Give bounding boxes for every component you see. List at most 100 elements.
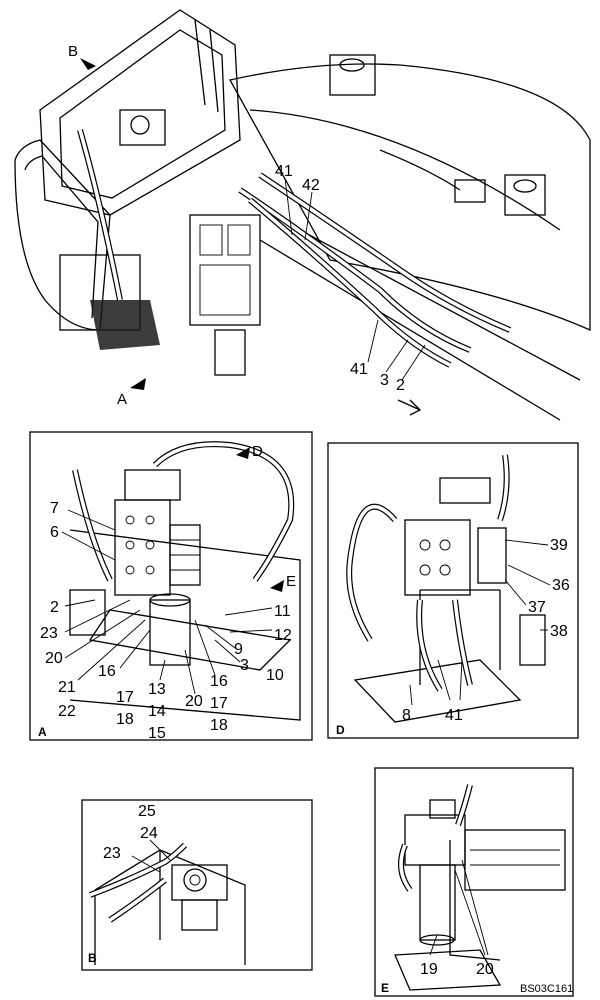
view-marker-b: B xyxy=(68,43,78,60)
leader-41-top xyxy=(284,177,293,236)
callout-38: 38 xyxy=(550,623,568,640)
valve-section-3 xyxy=(199,264,251,316)
boom-mount-hole-2 xyxy=(513,179,537,193)
callout-21: 21 xyxy=(58,679,76,696)
callout-3: 3 xyxy=(380,372,389,389)
callout-20-left: 20 xyxy=(45,650,63,667)
filter-canister-e xyxy=(419,864,456,941)
callout-13: 13 xyxy=(148,681,166,698)
direction-arrow xyxy=(397,399,422,416)
cab-frame-inner xyxy=(59,29,226,199)
callout-24: 24 xyxy=(140,825,158,842)
detail-b: B 25 24 23 xyxy=(81,799,313,971)
callout-8: 8 xyxy=(402,707,411,724)
callout-17-left: 17 xyxy=(116,689,134,706)
callout-20-right: 20 xyxy=(185,693,203,710)
valve-top xyxy=(124,469,181,501)
cab-pillar xyxy=(194,19,206,106)
callout-17-right: 17 xyxy=(210,695,228,712)
callout-37: 37 xyxy=(528,599,546,616)
pilot-line xyxy=(379,149,461,191)
detail-e-frame xyxy=(374,767,574,997)
solenoid-block xyxy=(454,179,486,203)
mount-plate xyxy=(88,609,292,671)
callout-18-left: 18 xyxy=(116,711,134,728)
view-arrow-e xyxy=(270,580,284,592)
tank-top xyxy=(94,849,246,965)
bracket-block xyxy=(69,589,106,636)
callout-23: 23 xyxy=(40,625,58,642)
callout-6: 6 xyxy=(50,524,59,541)
leader-3 xyxy=(385,339,409,373)
callout-39: 39 xyxy=(550,537,568,554)
filter-element xyxy=(149,599,191,666)
filter-canister xyxy=(214,329,246,376)
lower-housing xyxy=(90,300,160,350)
detail-e: E 19 20 xyxy=(374,767,574,997)
solenoid-stack xyxy=(477,527,507,584)
detail-a: A D E 7 6 2 23 20 16 21 22 17 18 13 14 1… xyxy=(29,431,313,742)
view-arrow-a xyxy=(130,378,146,390)
view-arrow-d xyxy=(236,447,250,459)
detail-b-frame xyxy=(81,799,313,971)
panel-letter-b: B xyxy=(88,951,97,965)
cab-frame xyxy=(39,9,241,216)
boom-edge-2 xyxy=(259,239,561,421)
side-bracket xyxy=(519,614,546,666)
callout-19: 19 xyxy=(420,961,438,978)
pilot-filter-block xyxy=(119,109,166,146)
callout-16-right: 16 xyxy=(210,673,228,690)
cab-pillar-2 xyxy=(209,29,219,113)
hose-to-d xyxy=(152,441,295,582)
callout-20: 20 xyxy=(476,961,494,978)
base-plate xyxy=(353,659,522,723)
view-marker-e: E xyxy=(286,573,296,590)
plate-e xyxy=(394,949,502,991)
callout-14: 14 xyxy=(148,703,166,720)
callout-10: 10 xyxy=(266,667,284,684)
tank-edge xyxy=(24,155,99,319)
callout-9: 9 xyxy=(234,641,243,658)
valve-section xyxy=(199,224,223,256)
deck-plate xyxy=(69,529,301,721)
callout-25: 25 xyxy=(138,803,156,820)
callout-41-bottom: 41 xyxy=(350,361,368,378)
boom-mount-hole xyxy=(339,58,365,72)
main-view: B A 41 42 41 3 2 xyxy=(14,9,591,421)
valve-body xyxy=(114,499,171,596)
deck-edge xyxy=(249,109,561,231)
boom-mount-right xyxy=(504,174,546,216)
callout-22: 22 xyxy=(58,703,76,720)
callout-2: 2 xyxy=(396,377,405,394)
callout-7: 7 xyxy=(50,500,59,517)
leader-2 xyxy=(401,344,426,381)
callout-36: 36 xyxy=(552,577,570,594)
leader-41-bottom xyxy=(367,319,379,363)
view-marker-a: A xyxy=(117,391,127,408)
callout-41: 41 xyxy=(445,707,463,724)
callout-18-right: 18 xyxy=(210,717,228,734)
panel-letter-e: E xyxy=(381,981,389,995)
filter-cap xyxy=(183,868,207,892)
pilot-filter-cap xyxy=(130,115,150,135)
callout-42: 42 xyxy=(302,177,320,194)
callout-16-left: 16 xyxy=(98,663,116,680)
control-valve xyxy=(189,214,261,326)
figure-code: BS03C161 xyxy=(520,983,573,995)
detail-d-frame xyxy=(327,442,579,739)
leader-42 xyxy=(304,191,313,241)
view-arrow-b xyxy=(80,58,96,70)
frame-block-e xyxy=(464,829,566,891)
callout-41-top: 41 xyxy=(275,163,293,180)
panel-letter-a: A xyxy=(38,725,47,739)
upper-deck xyxy=(229,63,591,331)
view-marker-d: D xyxy=(252,443,263,460)
valve-section-2 xyxy=(227,224,251,256)
tank-body xyxy=(14,139,111,331)
callout-3: 3 xyxy=(240,657,249,674)
panel-letter-d: D xyxy=(336,723,345,737)
callout-2: 2 xyxy=(50,599,59,616)
valve-top-e xyxy=(429,799,456,819)
boom-mount-left xyxy=(329,54,376,96)
